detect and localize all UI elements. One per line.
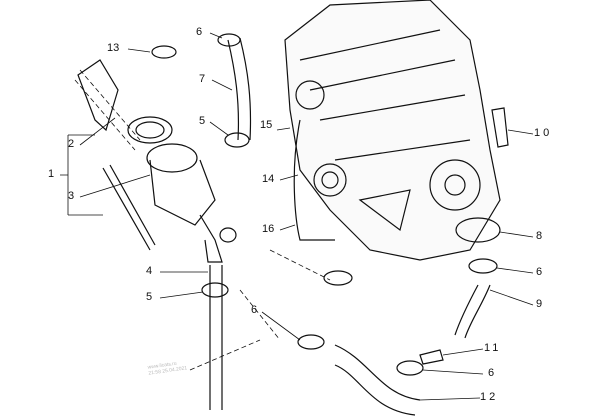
callout-6-right: 6 [536,266,543,278]
connector-10 [491,107,509,148]
callout-15: 15 [260,119,273,131]
callout-8: 8 [536,230,543,242]
callout-11: 11 [484,342,502,354]
callout-5-upper: 5 [199,115,206,127]
callout-2: 2 [68,138,75,150]
oil-filler-assembly [77,59,237,263]
callout-14: 14 [262,173,275,185]
hose-clamps [151,33,498,376]
callout-1: 1 [48,168,55,180]
leader-lines [60,32,534,401]
callout-6-lower: 6 [251,304,258,316]
pipe-14 [293,119,335,241]
hose-7 [227,37,252,141]
callout-12: 12 [480,391,499,403]
connector-11 [419,349,444,365]
callout-5-lower: 5 [146,291,153,303]
callout-10: 10 [534,127,553,139]
callout-13: 13 [107,42,120,54]
callout-4: 4 [146,265,153,277]
dipstick-tube [209,265,223,410]
hose-12 [334,344,421,416]
callout-6-top: 6 [196,26,203,38]
valve-8 [455,217,501,243]
callout-3: 3 [68,190,75,202]
callout-16: 16 [262,223,275,235]
hose-9 [454,284,491,339]
callout-6-bottom: 6 [488,367,495,379]
engine-block [284,0,501,261]
callout-7: 7 [199,73,206,85]
callout-9: 9 [536,298,543,310]
